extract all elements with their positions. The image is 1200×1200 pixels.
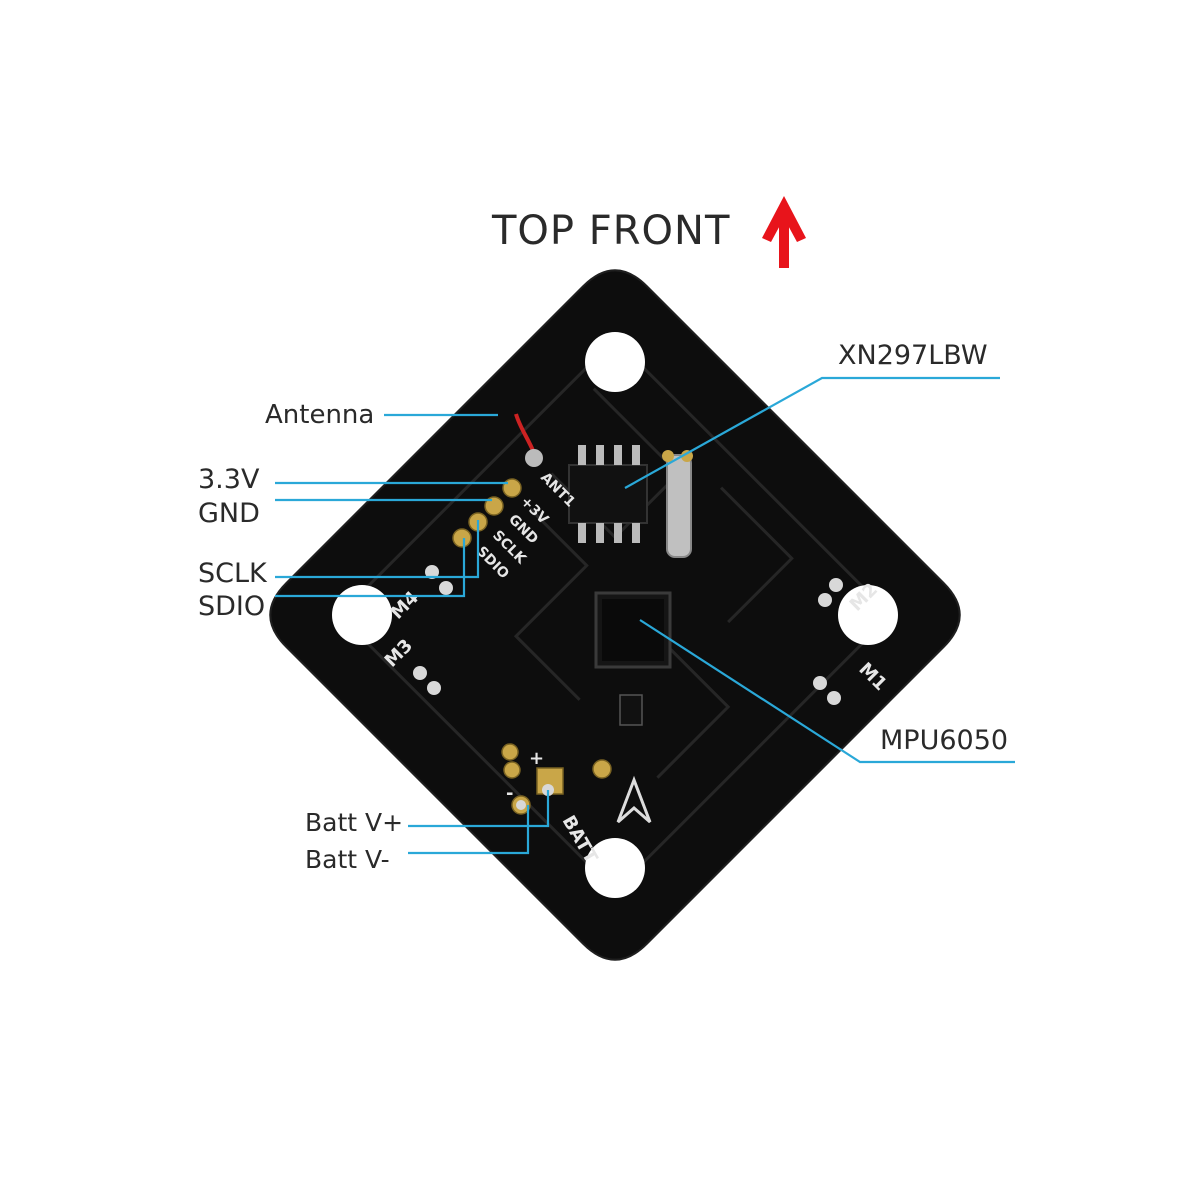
label-sdio: SDIO xyxy=(198,591,265,622)
label-batt-neg: Batt V- xyxy=(305,845,390,874)
mount-holes xyxy=(332,332,898,898)
label-3v3: 3.3V xyxy=(198,464,260,495)
leader-lines xyxy=(275,376,1015,855)
mpu6050-chip xyxy=(594,591,672,669)
small-chip xyxy=(619,694,643,726)
signal-pads xyxy=(452,478,612,815)
label-batt-pos: Batt V+ xyxy=(305,808,403,837)
antenna-wire xyxy=(514,413,543,467)
page-title: TOP FRONT xyxy=(491,208,730,254)
arrow-up-icon xyxy=(762,196,806,268)
label-xn297lbw: XN297LBW xyxy=(838,340,988,371)
silk-minus: - xyxy=(506,783,513,804)
silk-plus: + xyxy=(529,748,544,769)
crystal xyxy=(662,450,693,558)
label-sclk: SCLK xyxy=(198,558,268,589)
label-gnd: GND xyxy=(198,498,260,529)
label-antenna: Antenna xyxy=(265,400,374,430)
logo-icon xyxy=(616,775,652,824)
xn297-chip xyxy=(568,445,648,543)
solder-joints xyxy=(413,565,843,810)
label-mpu6050: MPU6050 xyxy=(880,725,1008,756)
